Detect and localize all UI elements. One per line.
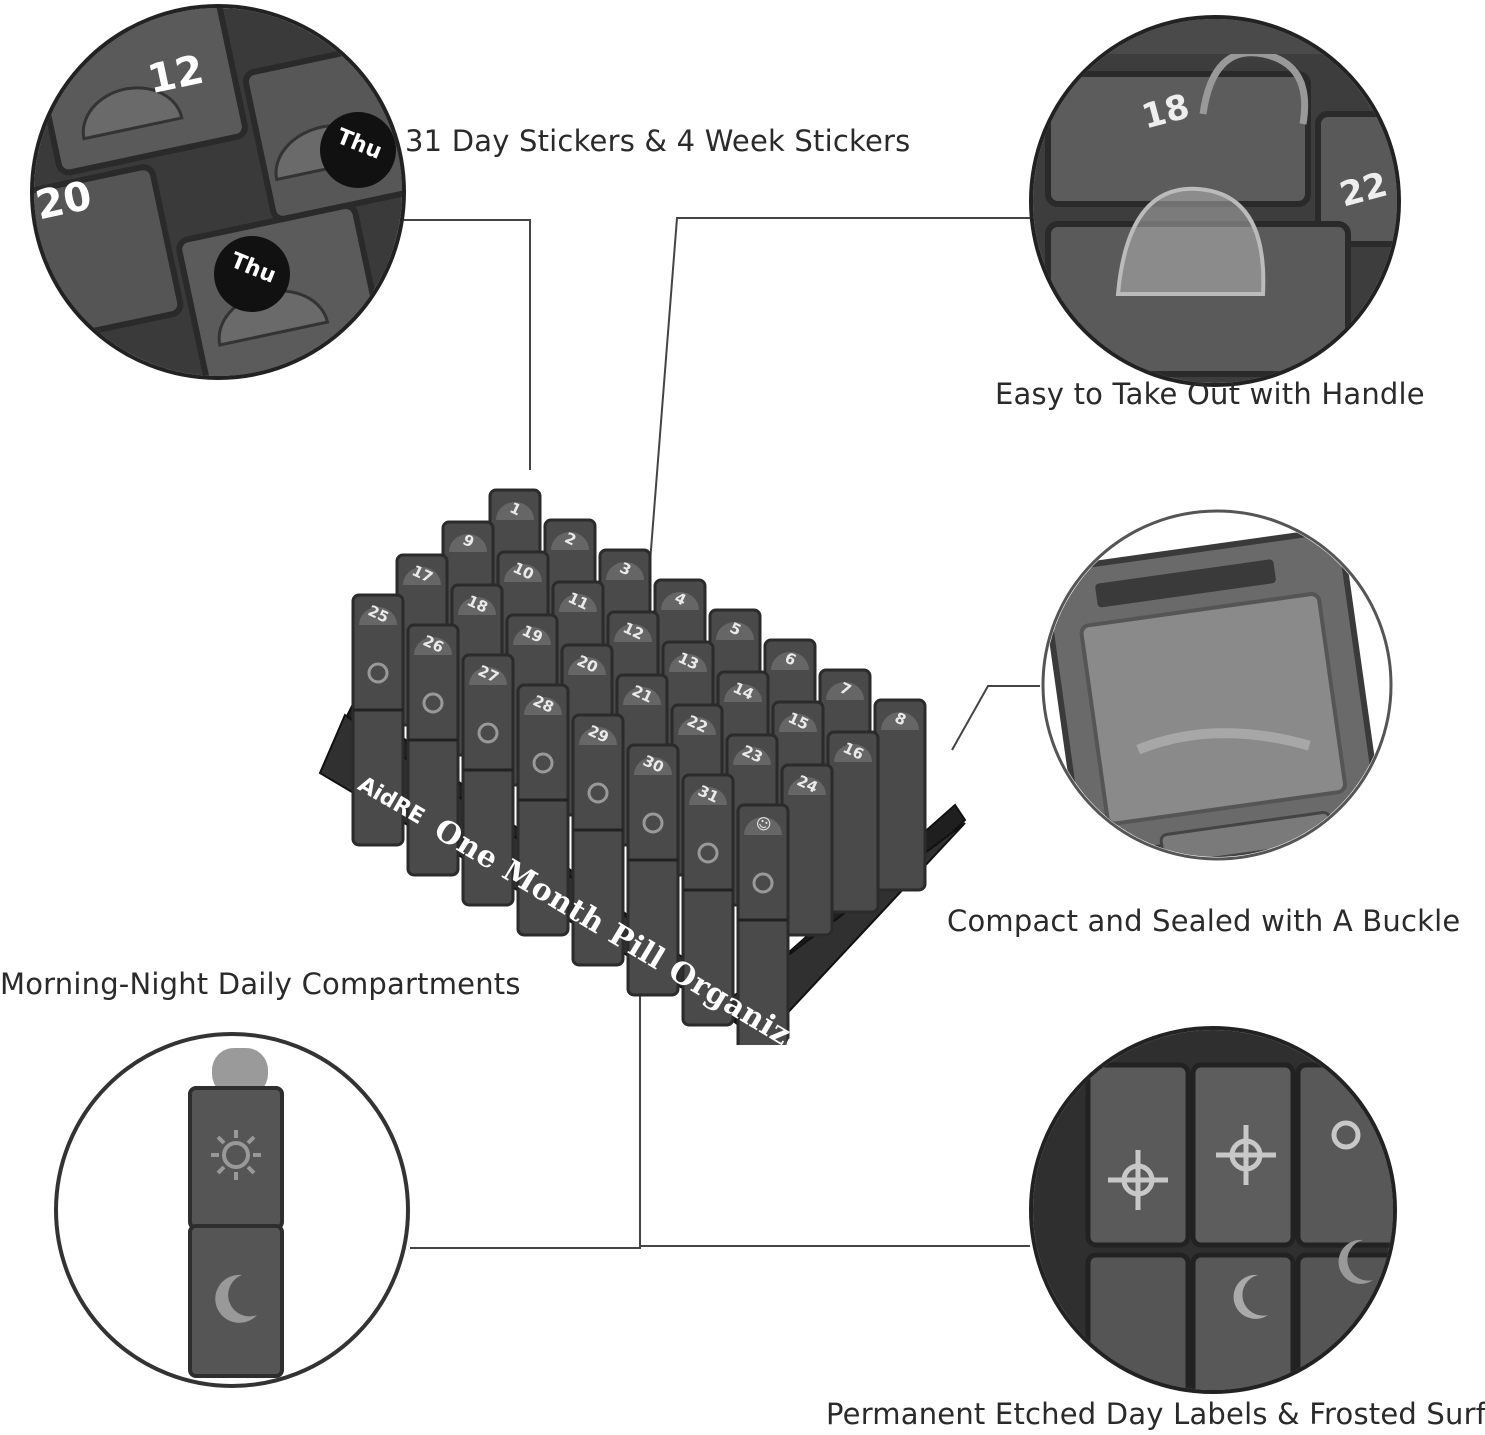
etched-moon-icon-2 bbox=[1338, 1239, 1373, 1284]
connector-stickers bbox=[385, 219, 531, 470]
etched-moon-icon bbox=[1233, 1274, 1268, 1319]
sticker-detail-circle bbox=[30, 4, 406, 380]
sun-icon bbox=[211, 1130, 261, 1180]
pill-box: 29 bbox=[571, 713, 625, 967]
sun-icon bbox=[752, 872, 774, 894]
pill-box-grid: 1234567891011121314151617181920212223242… bbox=[351, 488, 927, 1045]
sun-icon bbox=[422, 692, 444, 714]
pill-box: ☺ bbox=[736, 803, 790, 1045]
pill-box: 25 bbox=[351, 593, 405, 847]
night-compartment bbox=[188, 1224, 284, 1378]
handle-detail-circle bbox=[1029, 15, 1401, 387]
pill-box: 24 bbox=[780, 763, 834, 937]
morning-compartment bbox=[188, 1086, 284, 1230]
feature-label-buckle: Compact and Sealed with A Buckle bbox=[947, 904, 1461, 938]
etched-detail-circle bbox=[1029, 1026, 1397, 1394]
connector-handle bbox=[639, 217, 1030, 691]
pill-box: 28 bbox=[516, 683, 570, 937]
connector-compartments bbox=[410, 975, 641, 1249]
pill-box: 31 bbox=[681, 773, 735, 1027]
sun-icon bbox=[532, 752, 554, 774]
etched-sun-icon bbox=[1108, 1120, 1361, 1210]
sun-icon bbox=[477, 722, 499, 744]
sun-icon bbox=[367, 662, 389, 684]
pill-box: 8 bbox=[873, 698, 927, 892]
pill-box: 30 bbox=[626, 743, 680, 997]
sun-icon bbox=[587, 782, 609, 804]
pill-box: 26 bbox=[406, 623, 460, 877]
moon-icon bbox=[215, 1274, 257, 1323]
day-number-label: ☺ bbox=[753, 813, 775, 836]
feature-label-handle: Easy to Take Out with Handle bbox=[995, 377, 1425, 411]
pill-organizer-tray: 1234567891011121314151617181920212223242… bbox=[318, 488, 967, 1045]
connector-buckle bbox=[951, 685, 1040, 751]
buckle-detail-circle bbox=[1041, 509, 1393, 861]
feature-label-compartments: Morning-Night Daily Compartments bbox=[0, 967, 521, 1001]
pill-handle-tab bbox=[212, 1048, 268, 1096]
sun-icon bbox=[642, 812, 664, 834]
compartment-detail-circle bbox=[54, 1032, 410, 1388]
feature-label-stickers: 31 Day Stickers & 4 Week Stickers bbox=[405, 124, 911, 158]
pill-box: 27 bbox=[461, 653, 515, 907]
sun-icon bbox=[697, 842, 719, 864]
pill-box: 16 bbox=[826, 730, 880, 914]
feature-label-etched: Permanent Etched Day Labels & Frosted Su… bbox=[826, 1397, 1485, 1431]
